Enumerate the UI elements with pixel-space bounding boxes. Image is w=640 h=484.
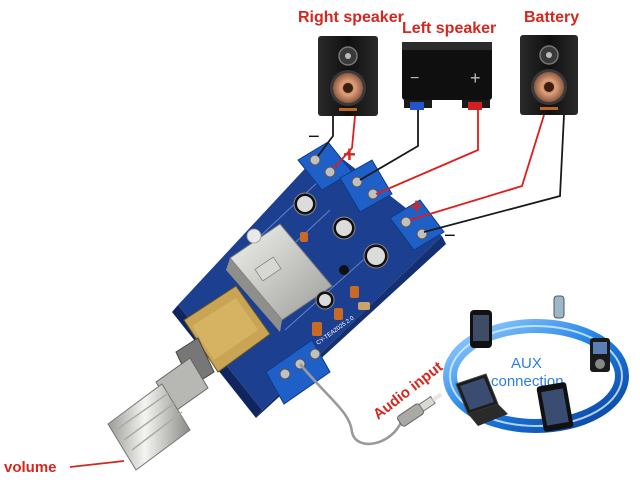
right-speaker-minus-mark: − (308, 126, 320, 148)
battery (520, 35, 578, 115)
left-speaker-pos-wire (375, 110, 479, 195)
left-speaker-neg-wire (359, 110, 419, 181)
left-speaker-plus-mark: + (470, 68, 481, 88)
right-speaker-pos-wire (333, 115, 356, 169)
volume-knob (107, 383, 191, 471)
battery-plus-mark: + (410, 194, 423, 219)
left-speaker-terminal (339, 159, 393, 213)
aux-connection-graphic: AUX connection (443, 295, 629, 433)
laptop-icon (455, 373, 508, 426)
battery-neg-wire (423, 114, 565, 233)
battery-pos-wire (409, 114, 545, 221)
right-speaker (318, 36, 378, 116)
aux-text: AUX (511, 355, 542, 372)
mp3-player-icon (553, 295, 565, 319)
audio-input-terminal (265, 339, 331, 405)
right-speaker-plus-mark: + (343, 142, 356, 167)
right-speaker-neg-wire (317, 116, 334, 157)
left-speaker-label: Left speaker (402, 20, 496, 37)
power-terminal (389, 199, 445, 251)
ipod-icon (590, 338, 610, 372)
volume-pointer-line (69, 460, 125, 468)
volume-label: volume (4, 459, 57, 476)
battery-minus-mark: − (444, 225, 456, 247)
resistors (300, 232, 370, 336)
heatsink (226, 223, 333, 332)
smartphone-icon (470, 310, 492, 348)
right-speaker-label: Right speaker (298, 9, 404, 26)
left-speaker: − + (402, 42, 492, 110)
tablet-icon (536, 382, 574, 432)
capacitors (246, 192, 389, 310)
volume-potentiometer (155, 285, 271, 413)
wires (299, 110, 565, 446)
amplifier-board: CY-TEA2025 2.0 GND R L (107, 141, 446, 471)
audio-input-cable (299, 363, 404, 446)
battery-label: Battery (524, 9, 579, 26)
audio-jack-plug (397, 392, 443, 427)
left-speaker-minus-mark: − (410, 70, 419, 87)
